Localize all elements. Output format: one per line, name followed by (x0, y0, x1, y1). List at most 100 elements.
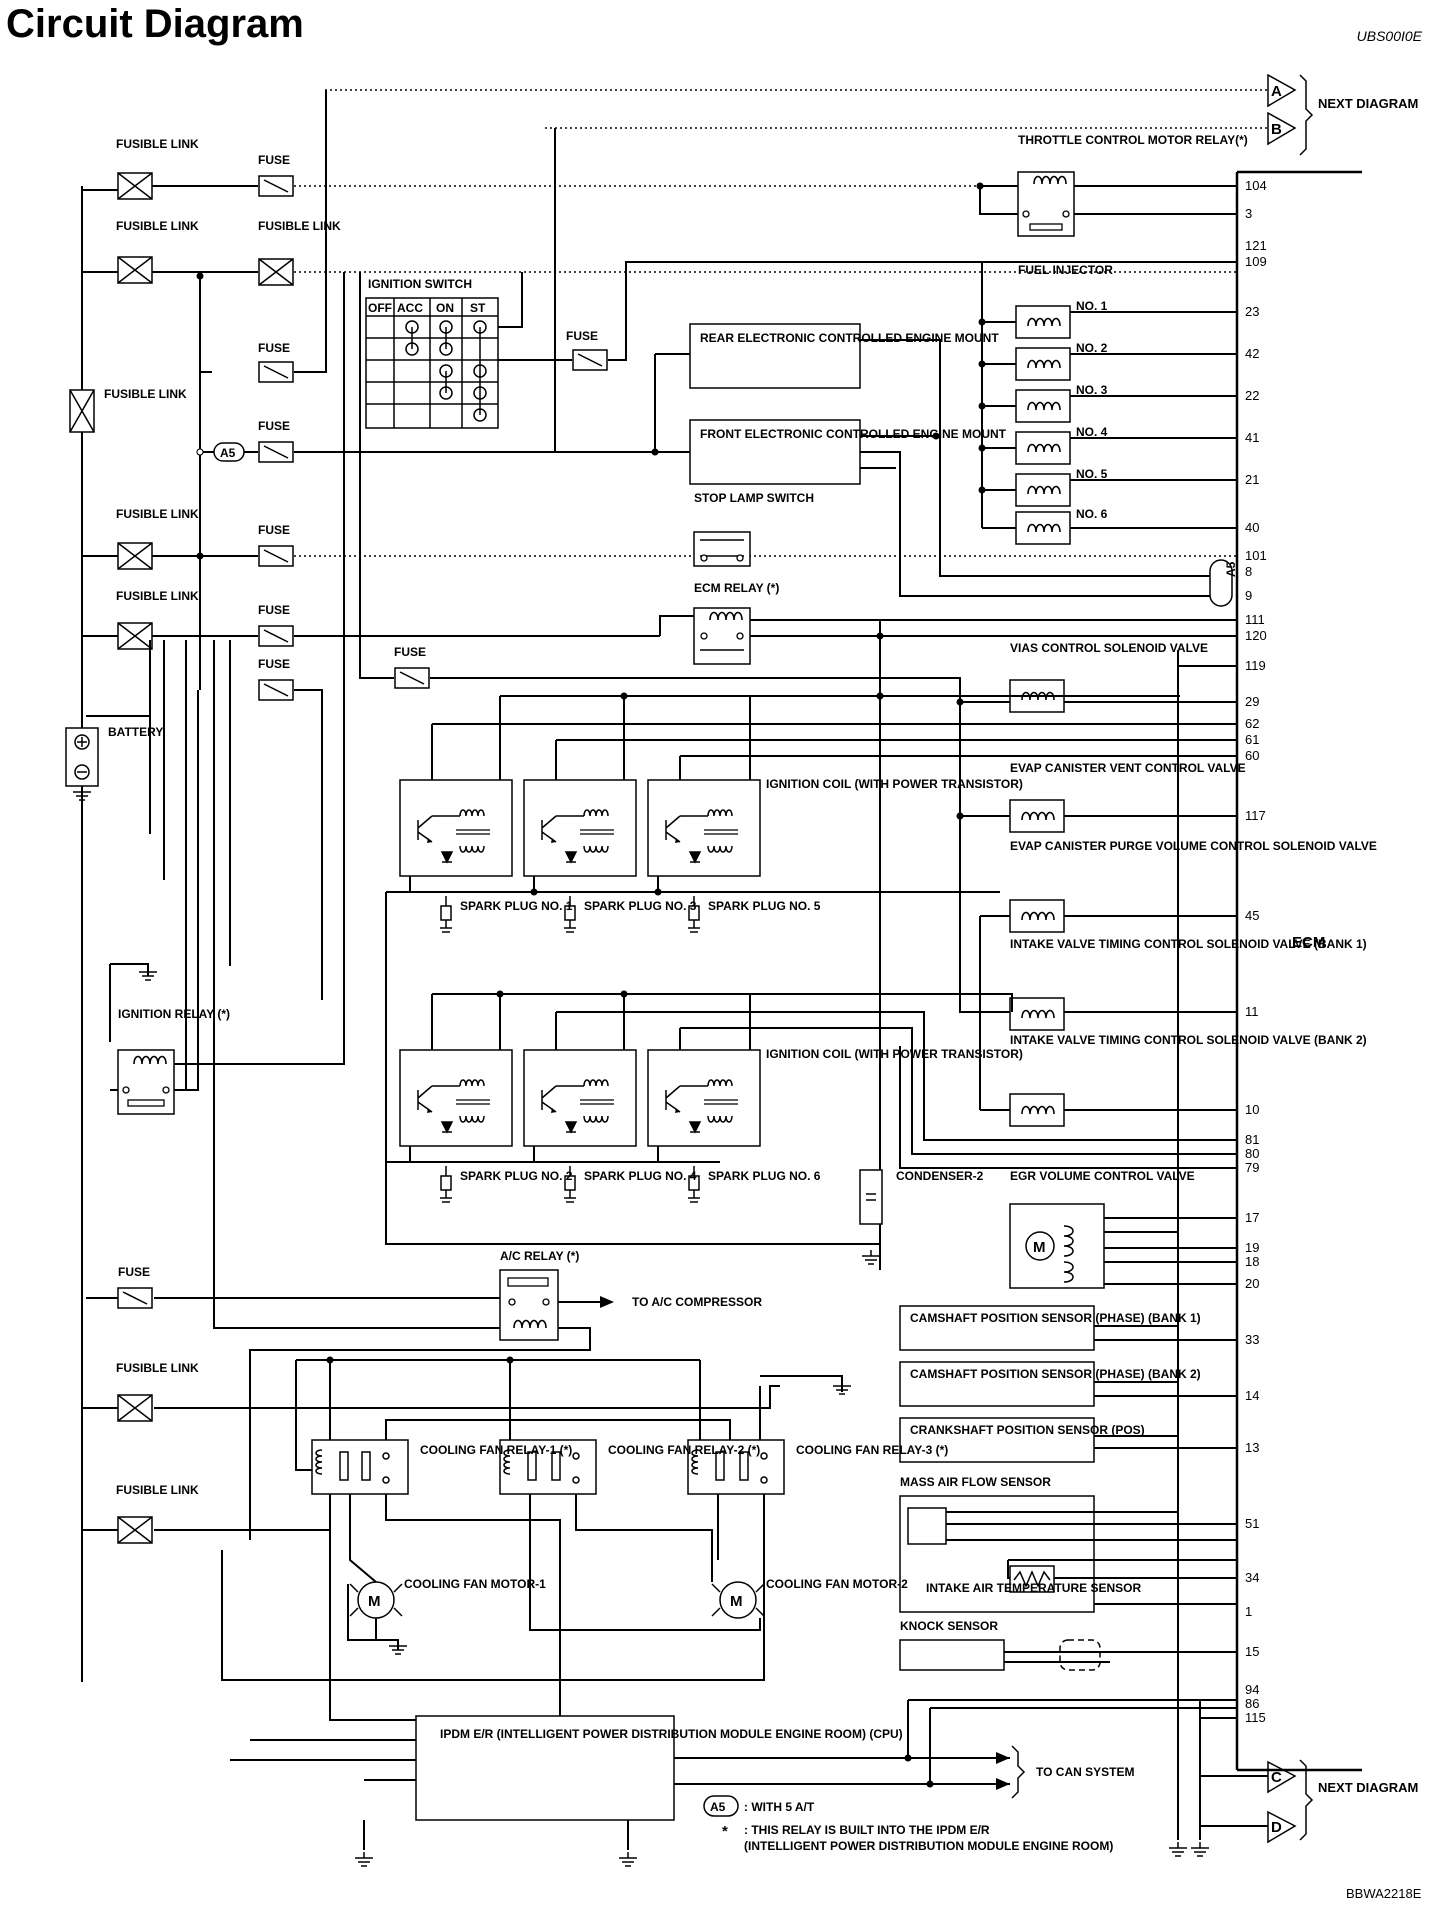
pin-42: 42 (1245, 346, 1259, 361)
can-label: TO CAN SYSTEM (1036, 1765, 1134, 1779)
next-diagram-bottom: NEXT DIAGRAM (1318, 1780, 1418, 1795)
spark-plug-no4: SPARK PLUG NO. 4 (584, 1169, 697, 1183)
pin-20: 20 (1245, 1276, 1259, 1291)
knock-sensor-label: KNOCK SENSOR (900, 1619, 998, 1633)
a5-ecm-badge: A5 (1224, 561, 1238, 577)
fusible-link-1: FUSIBLE LINK (116, 137, 199, 151)
pin-62: 62 (1245, 716, 1259, 731)
spark-plug-no6: SPARK PLUG NO. 6 (708, 1169, 821, 1183)
crank-label: CRANKSHAFT POSITION SENSOR (POS) (910, 1423, 1145, 1437)
pin-33: 33 (1245, 1332, 1259, 1347)
pin-8: 8 (1245, 564, 1252, 579)
page-title: Circuit Diagram (6, 2, 304, 46)
legend-a5-note: : WITH 5 A/T (744, 1800, 815, 1814)
pin-45: 45 (1245, 908, 1259, 923)
injector-no5: NO. 5 (1076, 467, 1108, 481)
ivt-bank1-label: INTAKE VALVE TIMING CONTROL SOLENOID VAL… (1010, 937, 1367, 951)
egr-label: EGR VOLUME CONTROL VALVE (1010, 1169, 1195, 1183)
pin-94: 94 (1245, 1682, 1259, 1697)
front-mount-label: FRONT ELECTRONIC CONTROLLED ENGINE MOUNT (700, 427, 1007, 441)
pin-22: 22 (1245, 388, 1259, 403)
ign-col-on: ON (436, 301, 454, 315)
spark-plug-no2: SPARK PLUG NO. 2 (460, 1169, 573, 1183)
pin-104: 104 (1245, 178, 1267, 193)
pin-79: 79 (1245, 1160, 1259, 1175)
pin-21: 21 (1245, 472, 1259, 487)
legend-star-note-1: : THIS RELAY IS BUILT INTO THE IPDM E/R (744, 1823, 990, 1837)
fuse-4-label: FUSE (258, 523, 290, 537)
pin-14: 14 (1245, 1388, 1259, 1403)
section-code: UBS00I0E (1356, 28, 1422, 44)
fan-motor-1-letter: M (368, 1593, 381, 1610)
pin-9: 9 (1245, 588, 1252, 603)
fan-relay-3-label: COOLING FAN RELAY-3 (*) (796, 1443, 948, 1457)
fan-relay-1-label: COOLING FAN RELAY-1 (*) (420, 1443, 572, 1457)
pin-18: 18 (1245, 1254, 1259, 1269)
pin-3: 3 (1245, 206, 1252, 221)
injector-no4: NO. 4 (1076, 425, 1108, 439)
ecm-relay-label: ECM RELAY (*) (694, 581, 779, 595)
pin-10: 10 (1245, 1102, 1259, 1117)
pin-41: 41 (1245, 430, 1259, 445)
pin-23: 23 (1245, 304, 1259, 319)
fuse-5-label: FUSE (258, 603, 290, 617)
iat-label: INTAKE AIR TEMPERATURE SENSOR (926, 1581, 1141, 1595)
pin-121: 121 (1245, 238, 1267, 253)
fuel-injector-label: FUEL INJECTOR (1018, 263, 1113, 277)
injector-no1: NO. 1 (1076, 299, 1108, 313)
connector-a: A (1271, 83, 1282, 100)
fuse-2-label: FUSE (258, 341, 290, 355)
pin-81: 81 (1245, 1132, 1259, 1147)
stop-lamp-label: STOP LAMP SWITCH (694, 491, 814, 505)
fusible-link-3: FUSIBLE LINK (116, 507, 199, 521)
ign-col-off: OFF (368, 301, 392, 315)
injector-no2: NO. 2 (1076, 341, 1108, 355)
ac-relay-label: A/C RELAY (*) (500, 1249, 579, 1263)
fuse-6-label: FUSE (258, 657, 290, 671)
fusible-link-2: FUSIBLE LINK (116, 219, 199, 233)
ign-col-st: ST (470, 301, 486, 315)
condenser-label: CONDENSER-2 (896, 1169, 984, 1183)
pin-29: 29 (1245, 694, 1259, 709)
connector-d: D (1271, 1819, 1282, 1836)
fuse-9-label: FUSE (118, 1265, 150, 1279)
cam-bank1-label: CAMSHAFT POSITION SENSOR (PHASE) (BANK 1… (910, 1311, 1201, 1325)
connector-c: C (1271, 1769, 1282, 1786)
pin-117: 117 (1245, 808, 1266, 823)
ivt-bank2-label: INTAKE VALVE TIMING CONTROL SOLENOID VAL… (1010, 1033, 1367, 1047)
pin-86: 86 (1245, 1696, 1259, 1711)
fan-motor-2-label: COOLING FAN MOTOR-2 (766, 1577, 908, 1591)
pin-60: 60 (1245, 748, 1259, 763)
legend-star: * (722, 1823, 728, 1840)
pin-40: 40 (1245, 520, 1259, 535)
pin-61: 61 (1245, 732, 1259, 747)
fusible-link-6: FUSIBLE LINK (116, 1483, 199, 1497)
injector-no6: NO. 6 (1076, 507, 1108, 521)
ignition-relay-label: IGNITION RELAY (*) (118, 1007, 230, 1021)
pin-109: 109 (1245, 254, 1267, 269)
fusible-link-7: FUSIBLE LINK (258, 219, 341, 233)
throttle-relay-label: THROTTLE CONTROL MOTOR RELAY(*) (1018, 133, 1248, 147)
figure-code: BBWA2218E (1346, 1886, 1422, 1901)
fuse-3-label: FUSE (258, 419, 290, 433)
legend-star-note-2: (INTELLIGENT POWER DISTRIBUTION MODULE E… (744, 1839, 1113, 1853)
cam-bank2-label: CAMSHAFT POSITION SENSOR (PHASE) (BANK 2… (910, 1367, 1201, 1381)
pin-17: 17 (1245, 1210, 1259, 1225)
pin-111: 111 (1245, 612, 1265, 627)
fan-relay-2-label: COOLING FAN RELAY-2 (*) (608, 1443, 760, 1457)
pin-11: 11 (1245, 1004, 1259, 1019)
maf-label: MASS AIR FLOW SENSOR (900, 1475, 1051, 1489)
ecm-label: ECM (1292, 934, 1325, 951)
injector-no3: NO. 3 (1076, 383, 1108, 397)
spark-plug-no3: SPARK PLUG NO. 3 (584, 899, 697, 913)
pin-13: 13 (1245, 1440, 1259, 1455)
pin-51: 51 (1245, 1516, 1259, 1531)
egr-motor-letter: M (1033, 1239, 1046, 1256)
ac-compressor-label: TO A/C COMPRESSOR (632, 1295, 762, 1309)
legend-a5-badge: A5 (710, 1800, 726, 1814)
fuse-7-label: FUSE (566, 329, 598, 343)
pin-15: 15 (1245, 1644, 1259, 1659)
pin-34: 34 (1245, 1570, 1259, 1585)
pin-1: 1 (1245, 1604, 1252, 1619)
